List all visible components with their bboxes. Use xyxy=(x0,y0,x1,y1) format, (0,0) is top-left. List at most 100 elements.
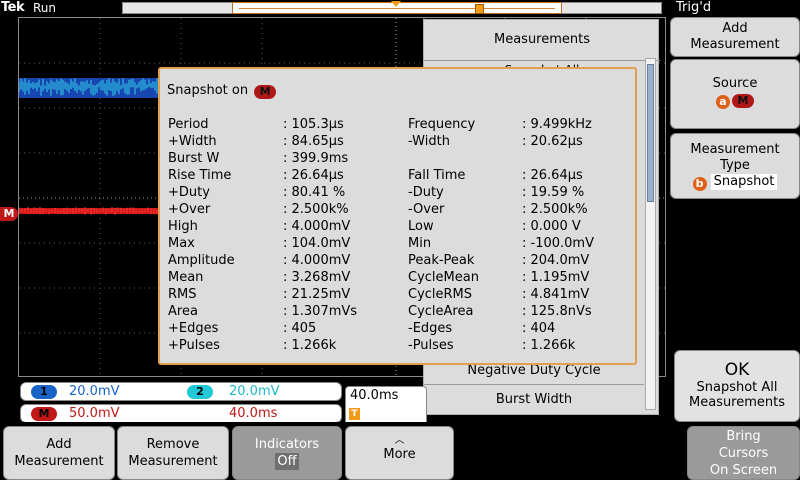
indicators-value: Off xyxy=(275,453,299,470)
button-label: Add xyxy=(46,437,72,452)
button-label: Cursors xyxy=(718,446,769,461)
math-ground-marker[interactable]: M xyxy=(0,207,18,221)
measurement-value: : 1.266k xyxy=(283,338,337,353)
measurement-label: RMS xyxy=(168,287,197,302)
math-scale: 50.0mV xyxy=(69,406,120,421)
measurement-row: -Pulses : 1.266k xyxy=(408,338,628,355)
button-label: On Screen xyxy=(709,463,778,478)
trigger-position-marker xyxy=(475,4,484,14)
ok-snapshot-all-button[interactable]: OK Snapshot All Measurements xyxy=(674,350,800,422)
measurement-value: : 4.000mV xyxy=(283,253,351,268)
channel-1-2-readout[interactable]: 1 20.0mV 2 20.0mV xyxy=(20,382,342,401)
measurement-value: : 125.8nVs xyxy=(522,304,592,319)
measurement-label: Amplitude xyxy=(168,253,235,268)
measurement-row: Min : -100.0mV xyxy=(408,236,628,253)
measurement-value: : 104.0mV xyxy=(283,236,351,251)
measurement-row: Rise Time: 26.64µs xyxy=(168,168,388,185)
measurement-row: Period: 105.3µs xyxy=(168,117,388,134)
math-source-badge: M xyxy=(254,85,277,99)
measurement-value: : 2.500k% xyxy=(283,202,349,217)
trigger-status: Trig'd xyxy=(676,0,712,15)
measurement-value: : 405 xyxy=(283,321,317,336)
measurement-row: -Duty : 19.59 % xyxy=(408,185,628,202)
measurement-value: : 20.62µs xyxy=(522,134,583,149)
measurement-label: Mean xyxy=(168,270,204,285)
menu-scrollbar[interactable] xyxy=(645,58,656,410)
measurement-label: High xyxy=(168,219,198,234)
measurement-label: Frequency xyxy=(408,117,476,132)
button-label: Measurement xyxy=(128,454,218,469)
measurement-row: +Over: 2.500k% xyxy=(168,202,388,219)
measurement-value: : 84.65µs xyxy=(283,134,344,149)
measurement-value: : 2.500k% xyxy=(522,202,588,217)
brand-logo: Tek xyxy=(1,0,25,15)
measurement-label: +Edges xyxy=(168,321,219,336)
measurement-label: Burst W xyxy=(168,151,220,166)
measurement-value: : -100.0mV xyxy=(522,236,594,251)
chevron-up-icon: ︿ xyxy=(394,435,405,446)
measurement-row: +Edges : 405 xyxy=(168,321,388,338)
measurement-value: : 204.0mV xyxy=(522,253,590,268)
menu-divider xyxy=(424,384,644,385)
knob-a-icon: a xyxy=(716,95,730,109)
math-time-scale: 40.0ms xyxy=(229,406,278,421)
measurement-value: : 9.499kHz xyxy=(522,117,592,132)
measurement-value: : 4.000mV xyxy=(283,219,351,234)
menu-item-negative-duty-cycle[interactable]: Negative Duty Cycle xyxy=(467,363,601,378)
measurement-row: RMS: 21.25mV xyxy=(168,287,388,304)
channel-1-badge: 1 xyxy=(31,385,57,399)
measurement-label: Rise Time xyxy=(168,168,232,183)
measurement-label: Period xyxy=(168,117,209,132)
measurement-label: CycleMean xyxy=(408,270,479,285)
measurement-row: Max: 104.0mV xyxy=(168,236,388,253)
measurement-value: : 4.841mV xyxy=(522,287,590,302)
measurement-row: +Pulses : 1.266k xyxy=(168,338,388,355)
measurement-label: +Pulses xyxy=(168,338,220,353)
measurement-value: : 19.59 % xyxy=(522,185,585,200)
measurement-label: -Pulses xyxy=(408,338,454,353)
timebase-readout[interactable]: 40.0ms xyxy=(345,386,427,426)
channel-1-scale: 20.0mV xyxy=(69,384,120,399)
measurement-value: : 1.307mVs xyxy=(283,304,358,319)
channel-2-scale: 20.0mV xyxy=(229,384,280,399)
measurement-label: +Width xyxy=(168,134,217,149)
scrollbar-thumb[interactable] xyxy=(647,64,654,202)
measurement-label: Peak-Peak xyxy=(408,253,475,268)
measurement-value: : 80.41 % xyxy=(283,185,346,200)
measurement-row: Mean : 3.268mV xyxy=(168,270,388,287)
button-label: Remove xyxy=(146,437,200,452)
measurement-value: : 1.266k xyxy=(522,338,576,353)
horizontal-scale: 40.0ms xyxy=(350,388,399,403)
measurement-row: -Width : 20.62µs xyxy=(408,134,628,151)
add-measurement-side-button[interactable]: Add Measurement xyxy=(670,17,800,57)
measurement-label: -Duty xyxy=(408,185,444,200)
measurement-label: -Width xyxy=(408,134,450,149)
measurement-value: : 3.268mV xyxy=(283,270,351,285)
measurement-value: : 399.9ms xyxy=(283,151,349,166)
measurements-menu-title: Measurements xyxy=(493,32,591,47)
more-button[interactable]: ︿More xyxy=(345,426,454,480)
horizontal-position-marker xyxy=(391,1,401,7)
channel-2-badge: 2 xyxy=(187,385,213,399)
acquisition-status: Run xyxy=(33,1,57,15)
measurement-value: : 26.64µs xyxy=(522,168,583,183)
knob-b-icon: b xyxy=(692,177,707,191)
measurement-row: Frequency : 9.499kHz xyxy=(408,117,628,134)
measurement-row: High : 4.000mV xyxy=(168,219,388,236)
measurement-label: Min xyxy=(408,236,432,251)
top-status-bar: Tek Run Trig'd xyxy=(0,0,800,17)
measurement-label: -Over xyxy=(408,202,445,217)
measurement-row: Burst W : 399.9ms xyxy=(168,151,388,168)
math-readout[interactable]: M 50.0mV 40.0ms xyxy=(20,404,342,423)
menu-item-burst-width[interactable]: Burst Width xyxy=(495,392,573,407)
measurement-row: -Over : 2.500k% xyxy=(408,202,628,219)
button-label: Indicators xyxy=(254,437,320,452)
